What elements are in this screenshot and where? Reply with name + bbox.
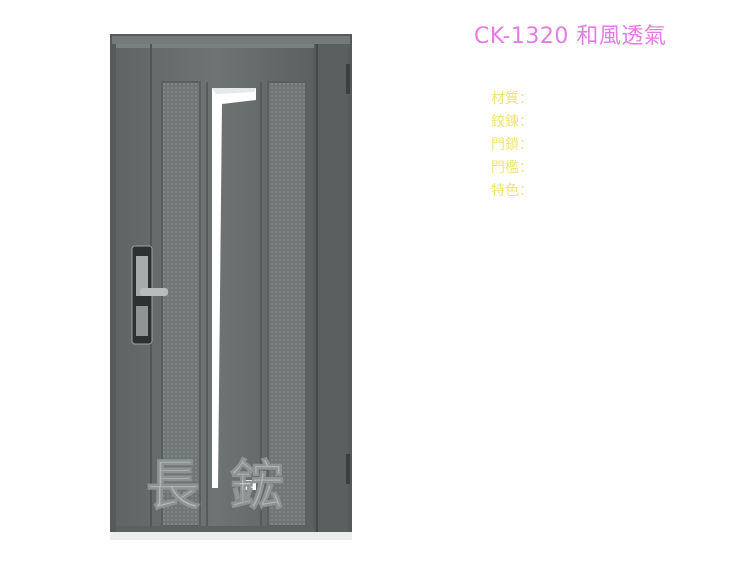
- glass-slit: [212, 88, 256, 488]
- spec-lock: 門鎖：: [491, 137, 533, 153]
- door-image: 長鋐: [110, 34, 354, 540]
- door-lock: [131, 245, 168, 345]
- right-vent-panel: [267, 81, 307, 527]
- spec-material: 材質：: [491, 91, 533, 107]
- door-illustration: 長鋐: [110, 34, 352, 540]
- product-title: CK-1320 和風透氣: [474, 24, 667, 49]
- left-vent-panel: [161, 81, 201, 527]
- spec-feature: 特色：: [491, 183, 533, 199]
- spec-list: 材質： 鉸鍊： 門鎖： 門檻： 特色：: [491, 88, 533, 203]
- spec-hinge: 鉸鍊：: [491, 114, 533, 130]
- spec-threshold: 門檻：: [491, 160, 533, 176]
- brand-watermark: 長鋐: [146, 453, 314, 517]
